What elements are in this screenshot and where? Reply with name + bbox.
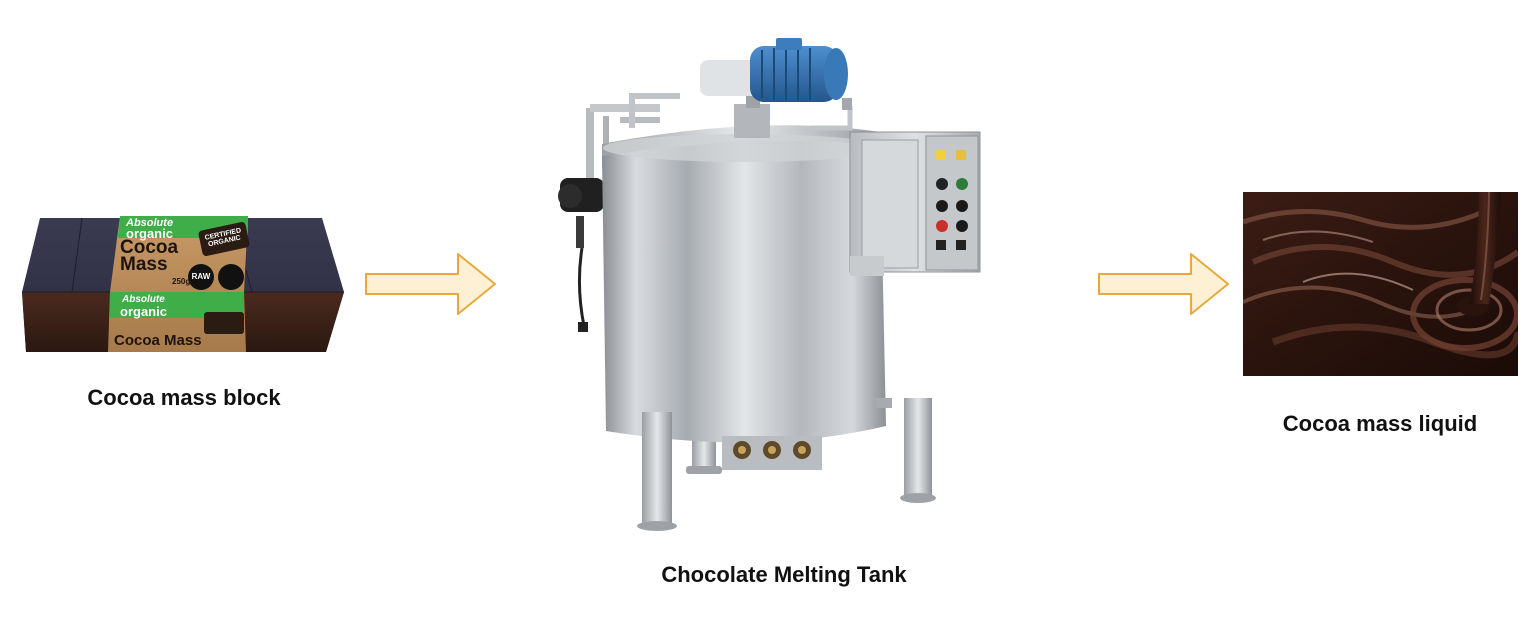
package-product-line2: Mass (120, 254, 168, 275)
package-front-brand: Absolute (122, 294, 165, 305)
package-brand-top-2: organic (126, 226, 173, 241)
caption-chocolate-melting-tank: Chocolate Melting Tank (661, 562, 907, 587)
caption-cocoa-mass-liquid: Cocoa mass liquid (1282, 411, 1478, 436)
cocoa-mass-liquid-image (1243, 192, 1518, 376)
package-product-line1: Cocoa (120, 237, 179, 258)
right-arrow-icon-2 (1098, 253, 1229, 315)
package-front-product: Cocoa Mass (114, 332, 202, 349)
right-arrow-icon (365, 253, 496, 315)
raw-badge: RAW (188, 264, 214, 290)
certified-badge-front (204, 312, 244, 334)
package-weight: 250g (172, 277, 191, 286)
chocolate-melting-tank-image (550, 36, 982, 536)
package-brand-top: Absolute (126, 217, 174, 229)
package-front-brand-2: organic (120, 304, 167, 319)
cocoa-mass-block-image: Absolute organic Cocoa Mass CERTIFIED OR… (22, 212, 344, 354)
caption-cocoa-mass-block: Cocoa mass block (87, 385, 281, 410)
gluten-free-icon (218, 264, 244, 290)
raw-badge-text: RAW (191, 272, 211, 281)
